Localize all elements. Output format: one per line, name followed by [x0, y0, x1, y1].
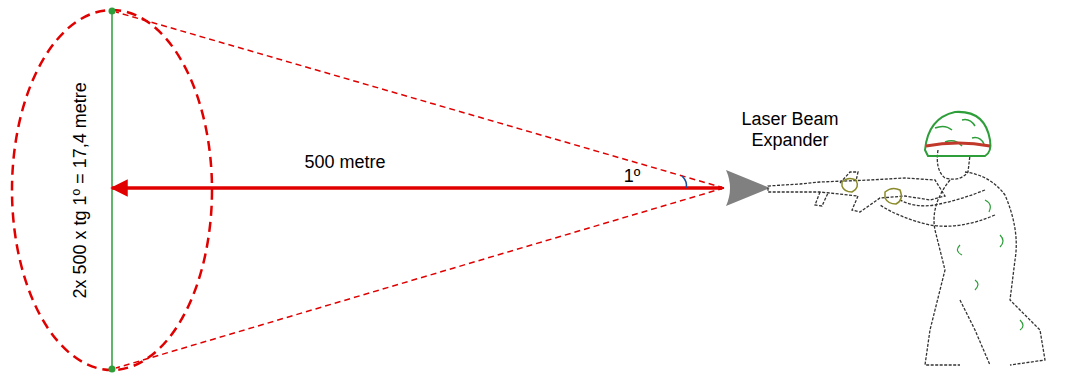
- distance-arrow: [112, 186, 722, 190]
- soldier-figure: [768, 150, 1045, 365]
- angle-label: 1º: [622, 166, 643, 187]
- soldier-camouflage: [957, 200, 1023, 330]
- diameter-end: [109, 8, 116, 15]
- angle-arc: [682, 176, 687, 188]
- diameter-formula: 2x 500 x tg 1º = 17,4 metre: [70, 82, 91, 298]
- device-label: Laser Beam Expander: [740, 109, 840, 150]
- beam-expander: [726, 170, 770, 206]
- cone-edge: [116, 12, 724, 188]
- diameter-line: [111, 11, 113, 369]
- distance-label: 500 metre: [302, 152, 387, 173]
- soldier-hands: [842, 178, 901, 204]
- cone-edge: [116, 188, 724, 368]
- beam-ellipse: [12, 10, 212, 370]
- diameter-end: [109, 366, 116, 373]
- soldier-helmet: [925, 112, 990, 156]
